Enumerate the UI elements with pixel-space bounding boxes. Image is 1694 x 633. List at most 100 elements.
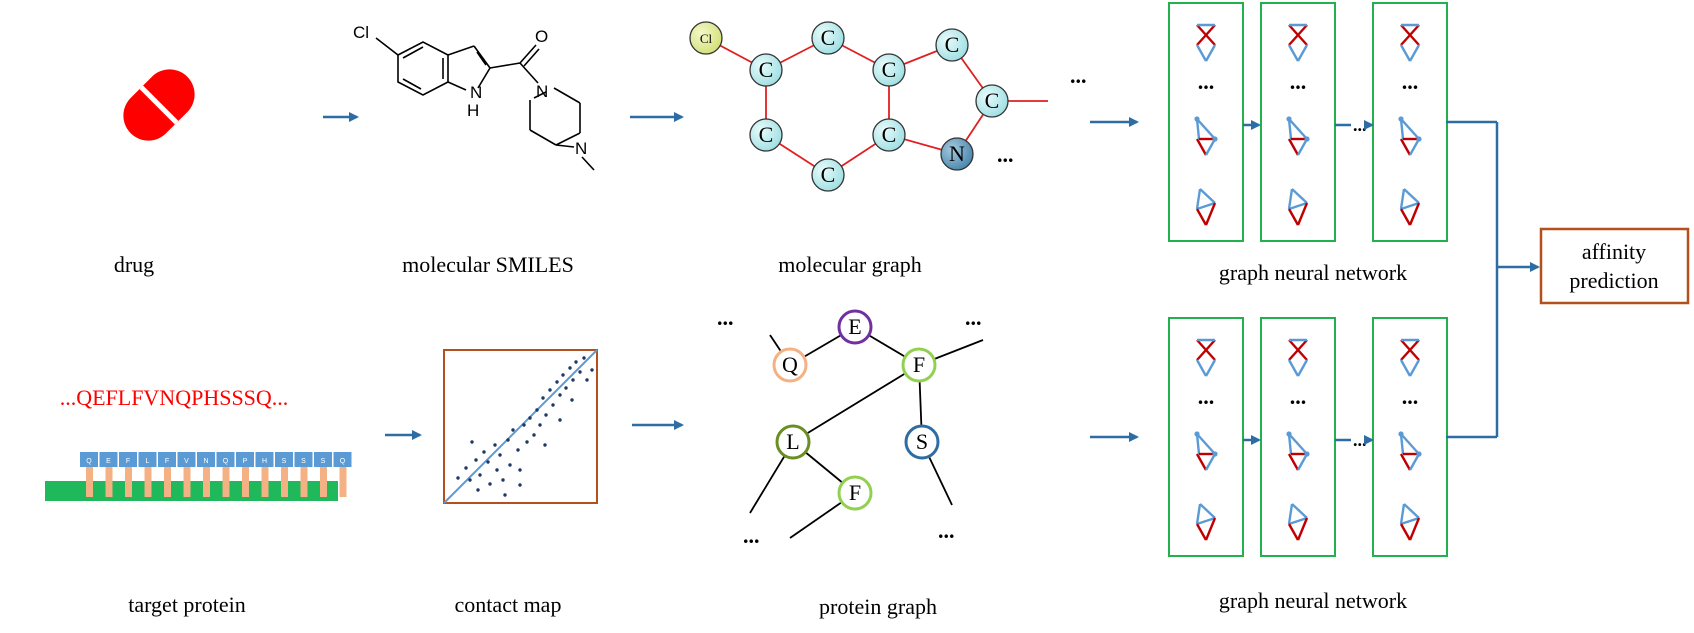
residue-connector [105,467,113,497]
molgraph-label: molecular graph [778,252,922,277]
residue-letter: V [184,458,189,465]
contact-dot [571,378,575,382]
molecular-graph [689,21,1048,192]
affinity-prediction-box [1539,227,1690,305]
contact-dot [476,488,480,492]
gnn-layer-ellipsis: ... [1402,384,1419,409]
contact-map-label: contact map [455,592,562,617]
residue-connector [281,467,288,497]
contact-dot [543,443,547,447]
residue-letter: S [301,458,306,465]
residue-letter: N [203,458,208,465]
gnn-between-ellipsis: ... [1353,430,1367,450]
smiles-nitrogen-atom-top: N [536,82,548,101]
contact-dot [558,393,562,397]
merge-connector [1446,120,1499,439]
residue-connector [86,467,93,497]
molgraph-node-c2: C [821,25,836,50]
contact-dot [468,478,472,482]
contact-dot [558,418,562,422]
contact-dot [506,438,510,442]
residue-box [333,452,352,467]
residue-box [236,452,254,467]
contact-dot [474,458,478,462]
contact-dot [488,482,492,486]
contact-dot [551,403,555,407]
gnn-layer-ellipsis: ... [1290,69,1307,94]
contact-dot [570,398,574,402]
molgraph-node-cl: Cl [700,31,713,46]
contact-dot [482,450,486,454]
gnn-top: ............ [1168,2,1448,242]
contact-dot [518,483,522,487]
gnn-layer-box [1168,2,1244,242]
affinity-label-line1: affinity [1582,239,1646,264]
contact-dot [486,460,490,464]
gnn-layer-box [1260,317,1336,557]
residue-connector [242,467,249,497]
contact-dot [516,448,520,452]
protein-graph-label: protein graph [819,594,937,619]
residue-box [275,452,293,467]
molgraph-node-c8: C [985,88,1000,113]
contact-dot [508,463,512,467]
graph-glyph-icon [1286,431,1310,471]
gnn-bottom-label: graph neural network [1219,588,1407,613]
gnn-layer-box [1168,317,1244,557]
residue-connector [144,467,152,497]
residue-connector [300,467,308,497]
protein-graph [749,309,984,539]
gnn-bottom: ............ [1168,317,1448,557]
residue-connector [125,467,132,497]
contact-dot [518,468,522,472]
graph-glyph-icon [1194,431,1218,471]
molgraph-node-n: N [949,141,965,166]
residue-letter: F [165,458,169,465]
residue-box [158,452,176,467]
smiles-oxygen-atom: O [535,27,548,46]
contact-dot [528,416,532,420]
graph-glyph-icon [1399,338,1421,377]
smiles-nitrogen-atom-bottom: N [575,139,587,158]
target-protein-label: target protein [128,592,246,617]
contact-dot [478,473,482,477]
graph-glyph-icon [1195,338,1217,377]
contact-dot [555,380,559,384]
contact-dot [525,440,529,444]
residue-box [119,452,137,467]
gnn-layer-ellipsis: ... [1290,384,1307,409]
contact-dot [532,433,536,437]
molgraph-node-c1: C [759,57,774,82]
molgraph-node-c4: C [882,122,897,147]
residue-letter: F [126,458,130,465]
graph-glyph-icon [1286,116,1310,156]
gnn-top-label: graph neural network [1219,260,1407,285]
contact-dot [464,466,468,470]
graph-glyph-icon [1398,431,1422,471]
molgraph-ellipsis-right: ... [1070,63,1087,88]
residue-letter: E [106,458,111,465]
residue-box [216,452,235,467]
smiles-chlorine-atom: Cl [353,23,369,42]
graph-glyph-icon [1195,23,1217,62]
residue-box [294,452,313,467]
smiles-nitrogen-atom-ring: N [470,83,482,102]
molgraph-ellipsis-bottom: ... [997,142,1014,167]
residue-letter: S [282,458,287,465]
graph-glyph-icon [1399,503,1421,541]
molgraph-node-c6: C [759,122,774,147]
drug-pill-icon [123,69,195,141]
contact-dot [582,356,586,360]
contact-dot [578,370,582,374]
residue-letter: H [262,458,267,465]
graph-glyph-icon [1287,188,1309,226]
molgraph-node-c7: C [945,32,960,57]
contact-dot [590,368,594,372]
contact-dot [564,386,568,390]
contact-dot [511,428,515,432]
contact-dot [535,408,539,412]
protgraph-node-f2: F [849,480,861,505]
residue-letter: S [321,458,326,465]
